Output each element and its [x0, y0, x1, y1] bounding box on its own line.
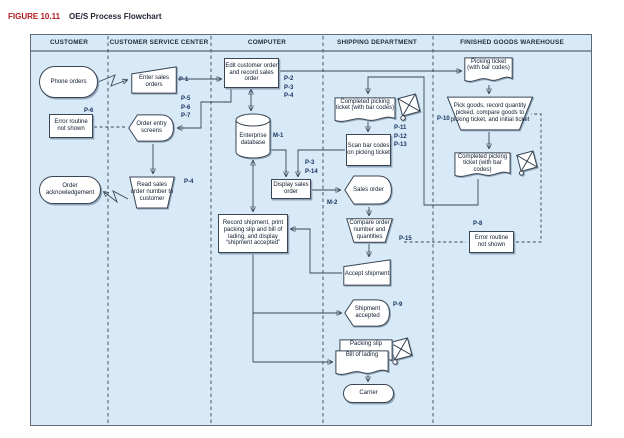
node-enterprise-database: Enterprise database: [235, 113, 271, 159]
flow-label-p3-p14: P-3 P-14: [305, 160, 318, 175]
figure-title: OE/S Process Flowchart: [69, 12, 162, 21]
node-shipment-accepted: Shipment accepted: [344, 298, 391, 328]
file-symbol-shape: [388, 336, 414, 366]
node-label: Bill of lading: [345, 351, 379, 358]
node-label: Completed picking ticket (with bar codes…: [457, 153, 508, 173]
flow-label-p1: P-1: [179, 77, 189, 83]
node-label: Completed picking ticket (with bar codes…: [335, 98, 395, 112]
node-scan-bar-codes: Scan bar codes on picking ticket: [346, 134, 391, 166]
node-label: Sales order: [353, 186, 384, 193]
node-compare-order-number: Compare order number and quantities: [346, 218, 393, 243]
file-symbol-shape: [515, 149, 539, 177]
node-order-entry-screens: Order entry screens: [128, 113, 175, 143]
node-picking-ticket: Picking ticket (with bar codes): [464, 56, 513, 86]
document-shape: [454, 151, 511, 181]
node-label: Enter sales orders: [138, 75, 169, 88]
flow-label-p9: P-9: [393, 302, 403, 308]
node-label: Phone orders: [50, 78, 87, 85]
process-shape: [469, 231, 514, 253]
document-shape: [334, 96, 396, 126]
node-label: Enterprise database: [239, 133, 267, 146]
node-enter-sales-orders: Enter sales orders: [131, 66, 177, 94]
node-label: Compare order number and quantities: [349, 220, 390, 240]
column-header-shipping-department: SHIPPING DEPARTMENT: [336, 39, 418, 46]
error-dashed-connectors: [94, 113, 542, 243]
flow-label-p8: P-8: [473, 221, 483, 227]
terminal-shape: [39, 66, 98, 98]
flow-label-p11-p12-p13: P-11 P-12 P-13: [394, 125, 407, 149]
column-header-finished-goods-warehouse: FINISHED GOODS WAREHOUSE: [460, 39, 564, 46]
offline-file-icon: [388, 336, 414, 366]
node-sales-order-display: Sales order: [344, 174, 393, 206]
offline-file-icon: [396, 92, 422, 122]
column-header-customer-service-center: CUSTOMER SERVICE CENTER: [109, 39, 209, 46]
node-label: Carrier: [359, 390, 378, 397]
node-label: Accept shipment: [344, 271, 390, 278]
flow-label-p2-p3-p4: P-2 P-3 P-4: [284, 76, 294, 100]
offline-file-icon: [515, 149, 539, 177]
node-read-sales-order-number: Read sales order number to customer: [129, 176, 175, 209]
flow-label-p6: P-6: [84, 108, 94, 114]
flow-label-m1: M-1: [273, 133, 284, 139]
column-header-computer: COMPUTER: [247, 39, 287, 46]
figure-caption: FIGURE 10.11 OE/S Process Flowchart: [8, 6, 162, 24]
flowchart-canvas: CUSTOMER CUSTOMER SERVICE CENTER COMPUTE…: [30, 34, 592, 426]
node-label: Display sales order: [273, 182, 309, 195]
process-shape: [224, 58, 279, 88]
display-shape: [344, 174, 393, 206]
flow-label-p4: P-4: [184, 179, 194, 185]
flow-label-p10: P-10: [437, 116, 450, 122]
node-error-routine-customer: Error routine not shown: [49, 114, 93, 138]
node-label: Read sales order number to customer: [130, 182, 174, 202]
node-display-sales-order: Display sales order: [271, 179, 311, 199]
terminal-shape: [343, 384, 394, 403]
document-shape: [335, 349, 389, 379]
node-accept-shipment: Accept shipment: [343, 259, 391, 286]
node-label: Edit customer order and record sales ord…: [225, 62, 278, 83]
node-edit-customer-order: Edit customer order and record sales ord…: [224, 58, 279, 88]
document-shape: [464, 56, 513, 86]
node-label: Packing slip: [349, 340, 382, 347]
node-bill-of-lading: Bill of lading: [335, 349, 389, 379]
node-label: Picking ticket (with bar codes): [467, 58, 510, 72]
process-shape: [271, 179, 311, 199]
node-label: Error routine not shown: [474, 235, 509, 248]
node-phone-orders: Phone orders: [39, 66, 98, 98]
database-shape: [235, 113, 271, 159]
node-label: Record shipment, print packing slip and …: [222, 220, 284, 247]
node-completed-picking-ticket-shipping: Completed picking ticket (with bar codes…: [334, 96, 396, 126]
display-shape: [344, 298, 391, 328]
file-symbol-shape: [396, 92, 422, 122]
manual-input-shape: [131, 66, 177, 94]
node-order-acknowledgement: Order acknowledgement: [39, 176, 101, 204]
node-label: Order acknowledgement: [45, 183, 95, 196]
node-record-shipment: Record shipment, print packing slip and …: [218, 214, 288, 253]
connector-layer: [31, 36, 591, 424]
manual-operation-shape: [129, 176, 175, 209]
flow-label-p15: P-15: [399, 236, 412, 242]
flow-label-p5-p6-p7: P-5 P-6 P-7: [181, 96, 191, 120]
process-shape: [346, 134, 391, 166]
node-label: Error routine not shown: [54, 119, 88, 132]
terminal-shape: [39, 176, 101, 204]
manual-input-shape: [343, 259, 391, 286]
node-pick-goods: Pick goods, record quantity picked, comp…: [446, 96, 534, 131]
node-error-routine-warehouse: Error routine not shown: [469, 231, 514, 253]
process-shape: [49, 114, 93, 138]
process-shape: [218, 214, 288, 253]
display-shape: [128, 113, 175, 143]
node-label: Scan bar codes on picking ticket: [347, 143, 390, 156]
node-label: Shipment accepted: [354, 306, 381, 319]
node-label: Pick goods, record quantity picked, comp…: [450, 103, 530, 123]
node-label: Order entry screens: [136, 121, 167, 134]
node-completed-picking-ticket-warehouse: Completed picking ticket (with bar codes…: [454, 151, 511, 181]
manual-operation-shape: [346, 218, 393, 243]
figure-number: FIGURE 10.11: [8, 12, 61, 21]
flow-label-m2: M-2: [327, 200, 338, 206]
flow-connectors: [97, 71, 489, 381]
manual-operation-shape: [446, 96, 534, 131]
node-carrier: Carrier: [343, 384, 394, 403]
column-dividers: [31, 36, 591, 424]
column-header-customer: CUSTOMER: [49, 39, 89, 46]
